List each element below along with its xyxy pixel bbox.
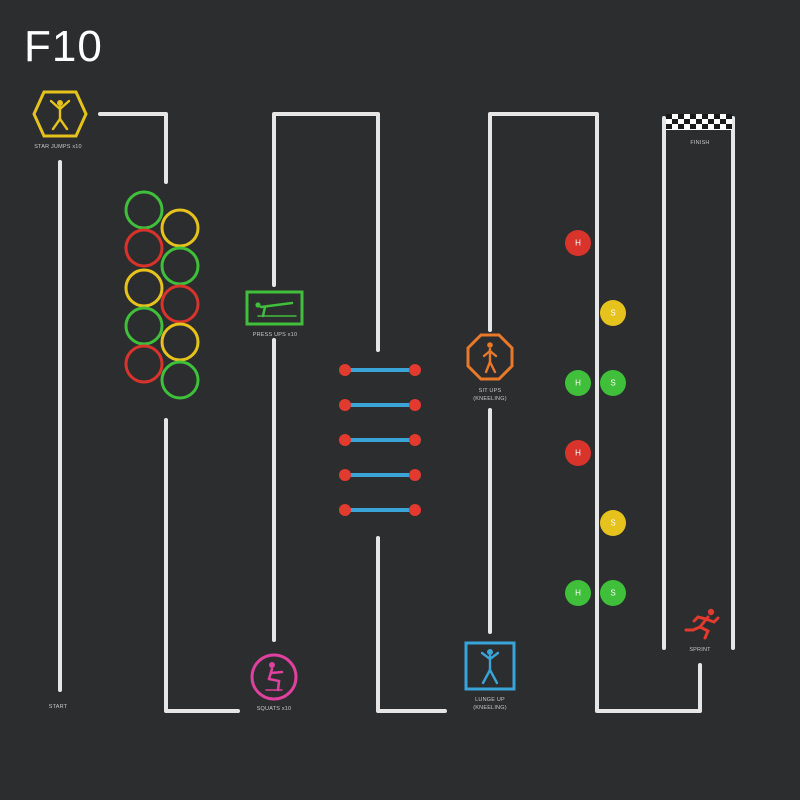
dot-green — [600, 580, 626, 606]
dot-label: S — [610, 309, 615, 318]
sit-ups-sub-label: (KNEELING) — [473, 396, 506, 402]
sprint-label: SPRINT — [689, 647, 711, 653]
star-jumps-label: STAR JUMPS x10 — [34, 144, 82, 150]
finish-label: FINISH — [690, 140, 709, 146]
sit-up-icon — [482, 342, 498, 374]
ring — [160, 208, 200, 248]
sit-ups-label: SIT UPS — [479, 388, 502, 394]
course-lines — [58, 112, 735, 713]
lunge-station — [464, 641, 516, 691]
lunge-sub-label: (KNEELING) — [473, 705, 506, 711]
lane-1-bottom — [164, 418, 240, 713]
ring — [124, 306, 164, 346]
dot-green — [565, 370, 591, 396]
ring — [160, 284, 200, 324]
lane-3-bottom — [376, 536, 447, 713]
squats-label: SQUATS x10 — [257, 706, 292, 712]
star-jump-icon — [32, 90, 88, 138]
lane-1-top — [98, 112, 168, 184]
squats-station — [250, 653, 298, 701]
ring — [124, 344, 164, 384]
hop-skip-dots: H S H S H S H S — [565, 230, 626, 606]
squat-icon — [265, 662, 284, 692]
finish-flag-icon — [666, 114, 732, 130]
dot-red — [565, 230, 591, 256]
dot-label: S — [610, 379, 615, 388]
lane-4 — [488, 112, 702, 713]
lane-2-left — [272, 112, 380, 352]
ring — [160, 322, 200, 362]
press-ups-station — [245, 290, 304, 326]
star-jumps-station — [32, 90, 88, 138]
ring — [124, 228, 164, 268]
press-up-icon — [255, 301, 297, 318]
dot-green — [600, 370, 626, 396]
ladder — [339, 364, 421, 516]
hopscotch-rings — [124, 190, 200, 400]
ring — [124, 190, 164, 230]
dot-yellow — [600, 300, 626, 326]
dot-green — [565, 580, 591, 606]
lunge-icon — [480, 649, 500, 685]
dot-label: H — [575, 239, 581, 248]
page-title: F10 — [24, 22, 103, 71]
dot-label: H — [575, 589, 581, 598]
start-label: START — [49, 704, 68, 710]
dot-label: S — [610, 519, 615, 528]
dot-yellow — [600, 510, 626, 536]
sit-ups-station — [466, 333, 514, 381]
press-ups-label: PRESS UPS x10 — [253, 332, 297, 338]
dot-label: H — [575, 379, 581, 388]
sprint-icon — [684, 608, 720, 640]
dot-red — [565, 440, 591, 466]
lunge-label: LUNGE UP — [475, 697, 505, 703]
ring — [160, 246, 200, 286]
ring — [124, 268, 164, 308]
dot-label: S — [610, 589, 615, 598]
ring — [160, 360, 200, 400]
dot-label: H — [575, 449, 581, 458]
